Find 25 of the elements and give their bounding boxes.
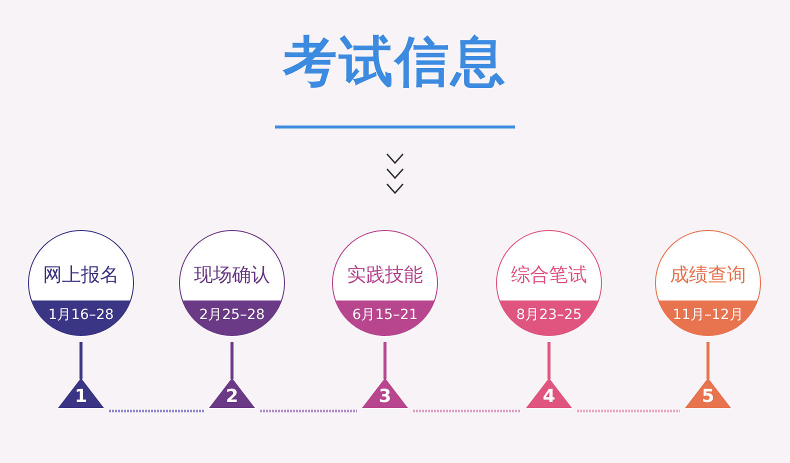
step-title: 实践技能 — [346, 263, 424, 288]
dotted-line — [260, 410, 357, 412]
step-number-triangle: 5 — [684, 377, 732, 409]
date-label: 6月15–21 — [351, 306, 419, 325]
connector-line — [706, 342, 710, 379]
step-number-triangle: 3 — [361, 377, 409, 409]
step-number-triangle: 2 — [208, 377, 256, 409]
step-title: 网上报名 — [42, 263, 120, 288]
step-title: 成绩查询 — [669, 263, 747, 288]
connector-line — [230, 342, 234, 379]
dotted-line — [413, 410, 521, 412]
step-number-triangle: 1 — [57, 377, 105, 409]
date-label: 8月23–25 — [515, 306, 583, 325]
step-title: 综合笔试 — [510, 263, 588, 288]
date-label: 11月–12月 — [672, 306, 744, 325]
title: 考试信息 — [283, 30, 507, 93]
connector-line — [548, 342, 550, 379]
date-label: 1月16–28 — [47, 306, 115, 325]
connector-line — [80, 342, 82, 379]
step-title: 现场确认 — [193, 263, 271, 288]
connector-line — [384, 342, 386, 379]
date-label: 2月25–28 — [198, 306, 266, 325]
dotted-line — [577, 410, 680, 412]
dotted-line — [109, 410, 204, 412]
step-number-triangle: 4 — [525, 377, 573, 409]
